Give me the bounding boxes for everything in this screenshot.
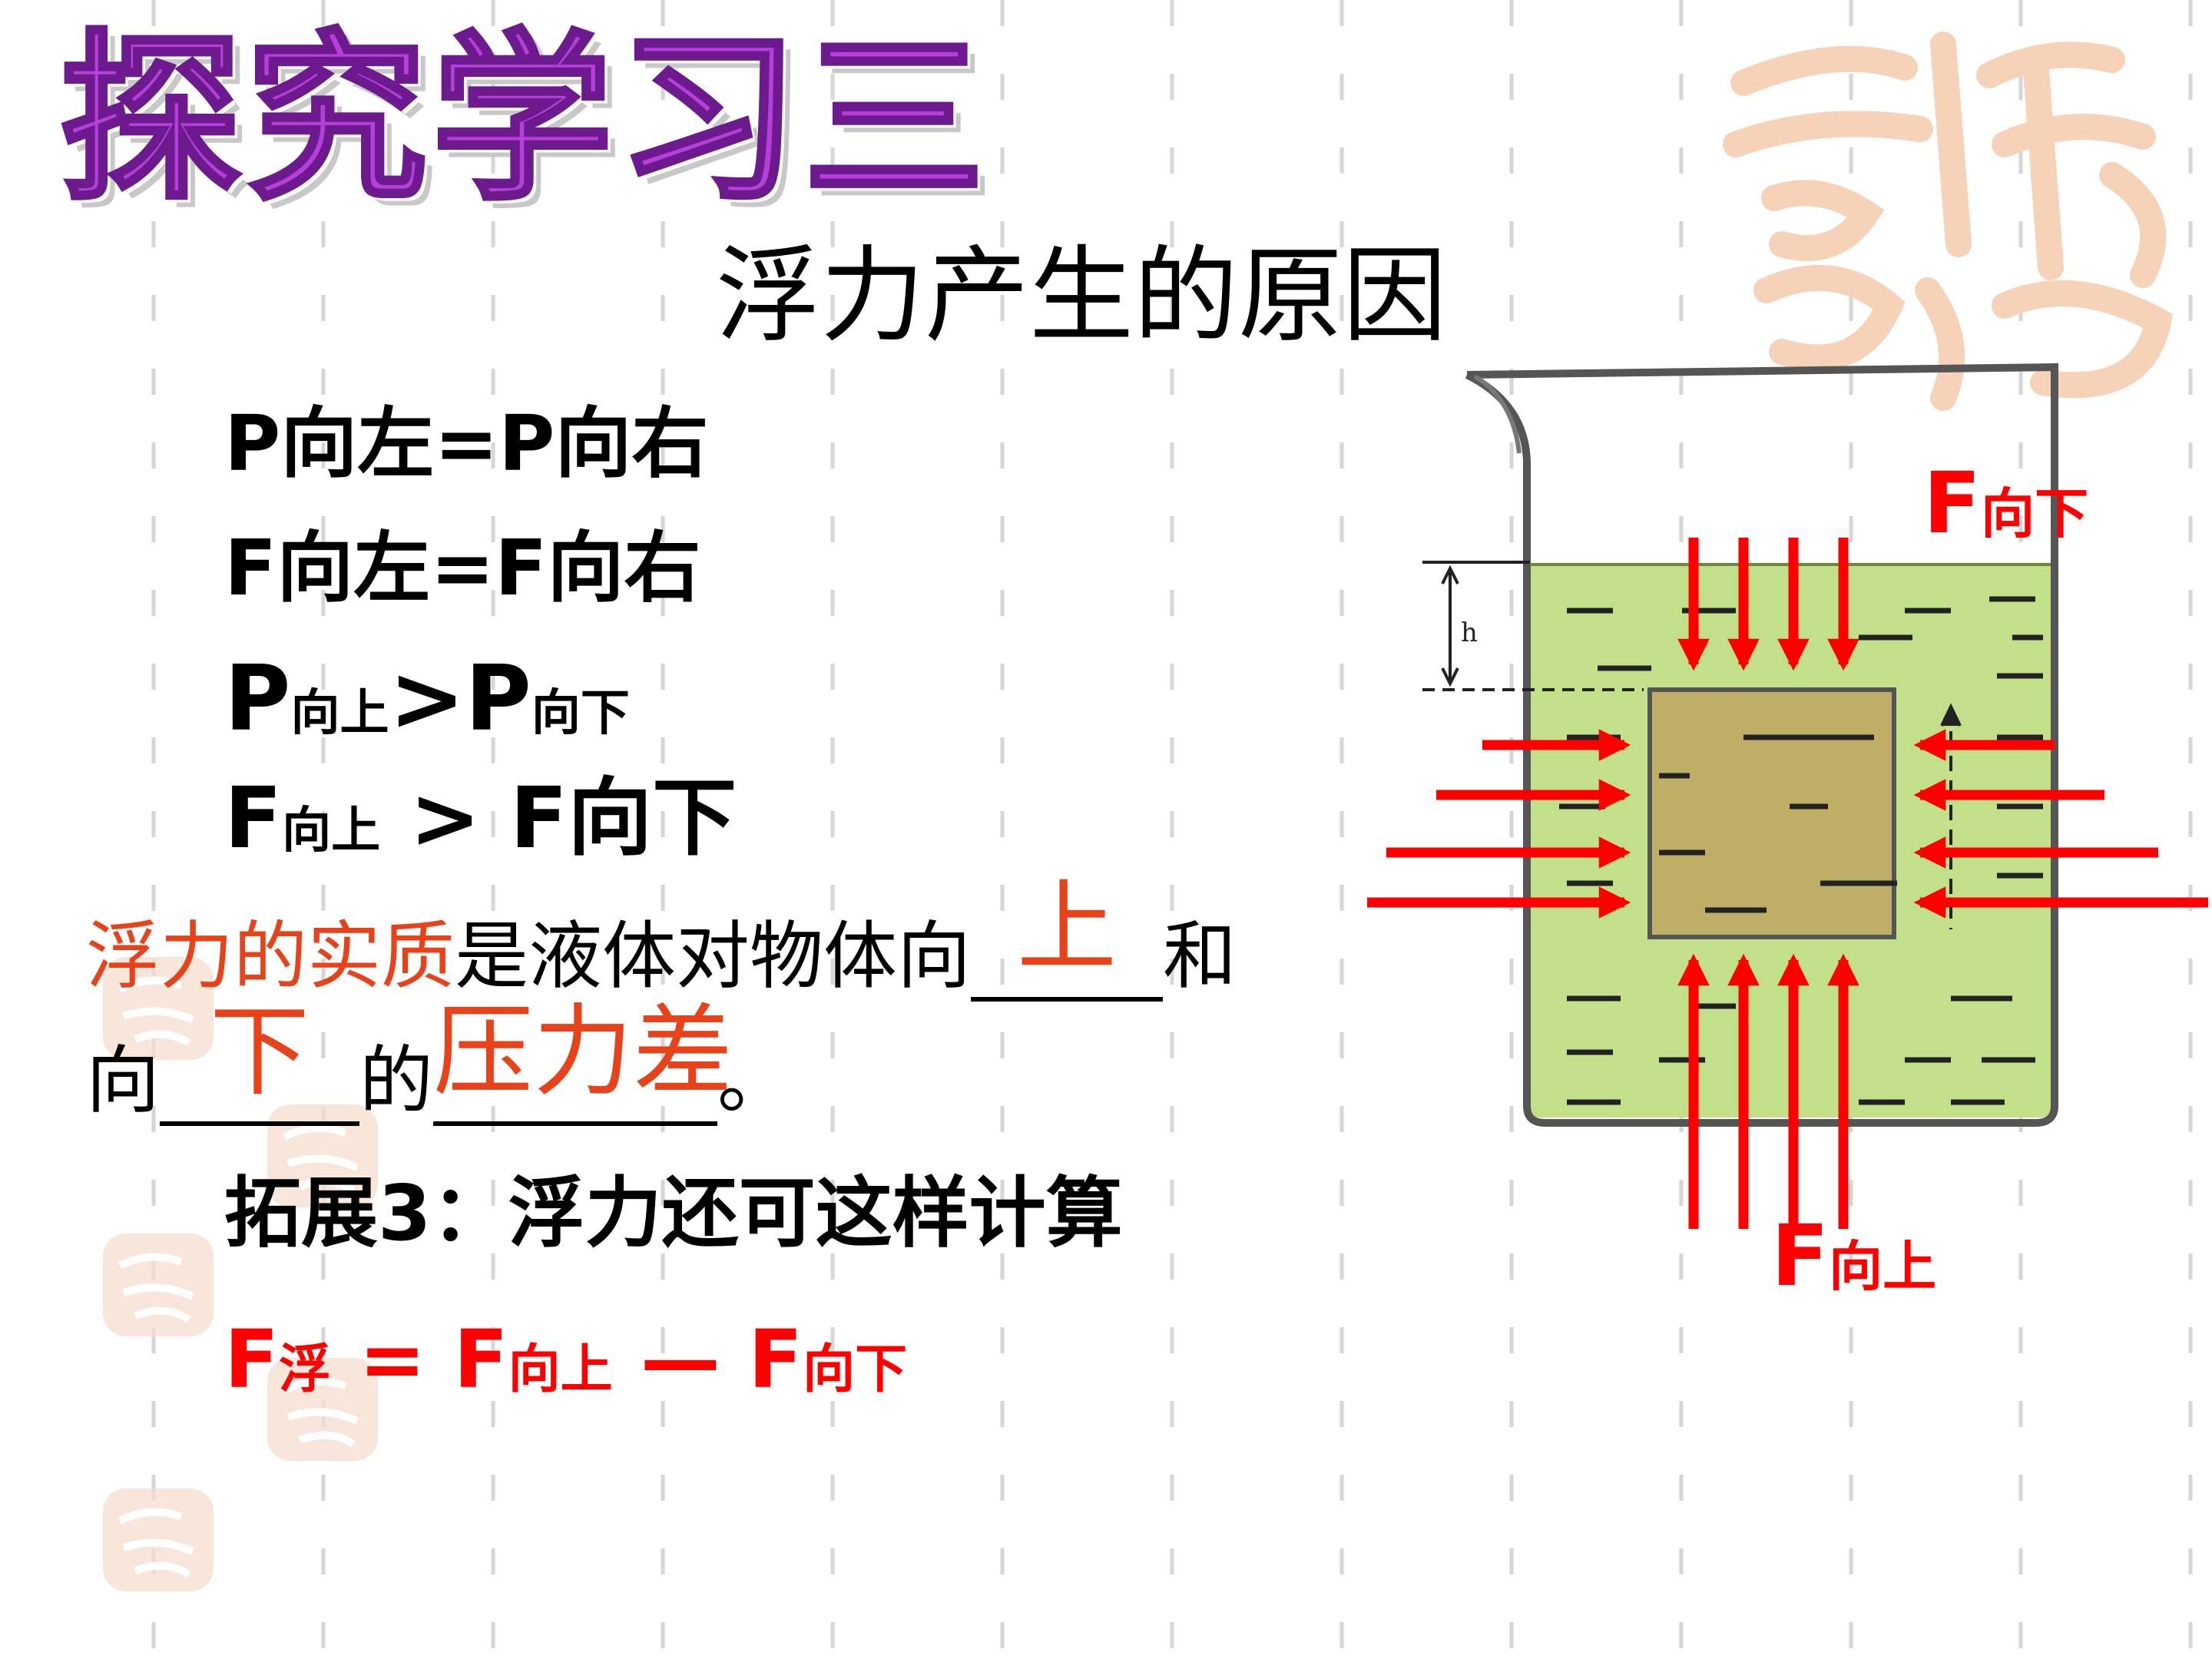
eq4-a: F [224,769,283,867]
eq4-a-sub: 向上 [282,803,381,859]
essence-label: 浮力的实质 [86,913,455,999]
blank-pressure-difference: 压力差 [433,1002,733,1126]
right-side-force-arrows [1913,729,2208,919]
formula-b-sub: 向下 [803,1339,908,1400]
equation-force-vertical: F向上 > F向下 [224,776,737,860]
eq3-b: P [465,645,531,751]
essence-text-4: 的 [359,1038,433,1124]
essence-text-2: 和 [1163,913,1237,999]
formula-f-sub: 浮 [279,1339,332,1400]
essence-text-3: 向 [86,1038,160,1124]
seal-watermark-icon [1723,31,2174,411]
force-up-sub: 向上 [1829,1235,1937,1298]
eq3-op: > [389,645,465,751]
submerged-block [1647,687,1896,939]
blank-up-answer: 上 [1016,869,1117,985]
force-down-f: F [1923,454,1982,552]
essence-line-2: 向下的压力差。 [86,1002,791,1126]
formula-minus: — [612,1313,749,1406]
essence-text-1: 是液体对物体向 [455,913,971,999]
force-down-label: F向下 [1923,461,2088,545]
blank-pressure-difference-answer: 压力差 [433,993,733,1110]
small-seal-watermark-icon [103,957,214,1060]
eq4-op: > [380,769,510,867]
downward-force-arrows [1677,538,1859,671]
slide-title: 探究学习三 [58,14,990,225]
extension-heading: 拓展3：浮力还可这样计算 [224,1168,1123,1258]
formula-f: F [224,1313,280,1406]
left-side-force-arrows [1367,729,1631,919]
small-seal-watermark-icon [267,1358,378,1461]
blank-down-answer: 下 [209,993,310,1110]
eq4-b: F向下 [509,769,737,867]
equation-force-horizontal: F向左=F向右 [224,523,701,613]
buoyancy-formula: F浮 = F向上 — F向下 [224,1320,907,1399]
slide-subtitle: 浮力产生的原因 [716,236,1447,357]
depth-label: h [1461,618,1478,648]
blank-up: 上 [971,877,1163,1002]
formula-a: F [453,1313,508,1406]
small-seal-watermark-icon [267,1104,378,1207]
eq3-a-sub: 向上 [290,685,389,742]
force-up-f: F [1771,1207,1830,1305]
eq3-b-sub: 向下 [531,685,630,742]
force-down-sub: 向下 [1981,482,2089,545]
force-up-label: F向上 [1771,1214,1936,1298]
equation-pressure-horizontal: P向左=P向右 [224,399,709,488]
blank-down: 下 [160,1002,359,1126]
formula-b: F [748,1313,803,1406]
formula-a-sub: 向上 [508,1339,613,1400]
equation-pressure-vertical: P向上>P向下 [224,653,630,743]
formula-equals: = [331,1313,454,1406]
beaker-diagram: h [1367,363,2208,1229]
upward-force-arrows [1677,953,1859,1229]
essence-text-5: 。 [717,1038,791,1124]
small-seal-watermark-icon [103,1233,214,1336]
eq3-a: P [224,645,291,751]
essence-line-1: 浮力的实质是液体对物体向上和 [86,877,1237,1002]
small-seal-watermark-icon [103,1488,214,1591]
depth-marker [1422,561,1644,691]
